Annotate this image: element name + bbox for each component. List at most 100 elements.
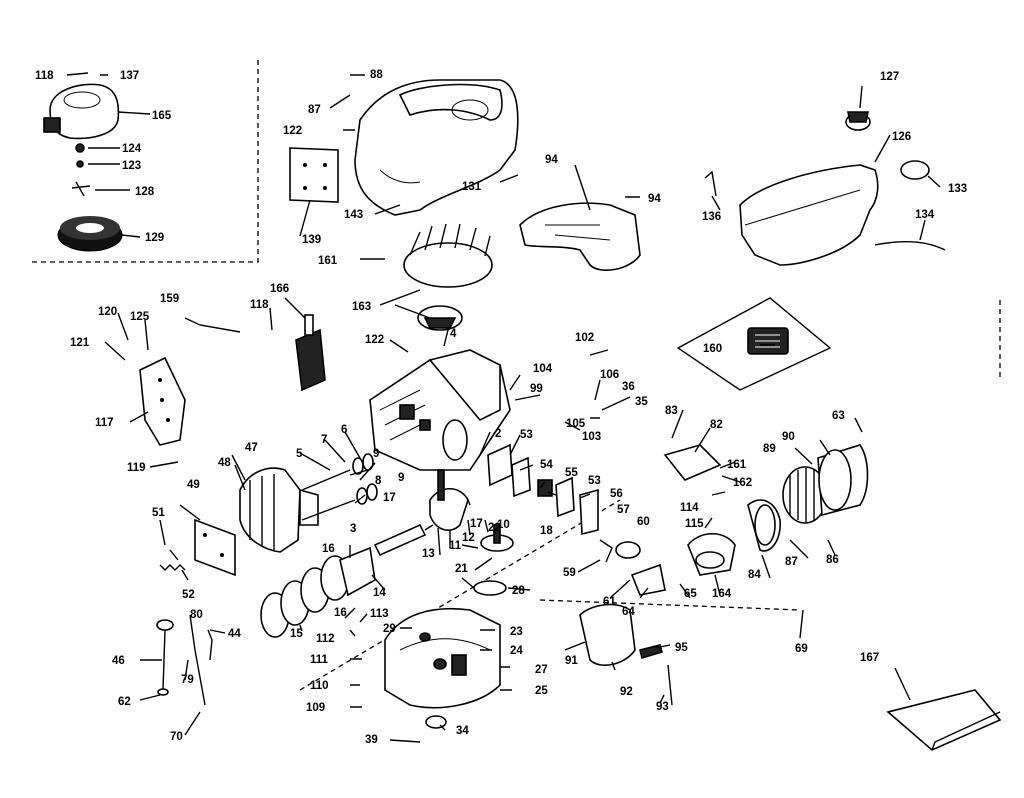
callout-123: 123 (122, 160, 141, 172)
callout-28: 28 (512, 585, 525, 597)
callout-10: 10 (497, 519, 510, 531)
throttle-linkage-part (599, 539, 666, 596)
callout-14: 14 (373, 587, 386, 599)
starter-housing-part (817, 444, 869, 517)
callout-52: 52 (182, 589, 195, 601)
callout-17-left: 17 (383, 492, 396, 504)
callout-162: 162 (733, 477, 752, 489)
callout-9-lower: 9 (398, 472, 404, 484)
air-baffle-part (519, 202, 641, 271)
callout-80: 80 (190, 609, 203, 621)
callout-16-lower: 16 (334, 607, 347, 619)
callout-29: 29 (383, 623, 396, 635)
engine-cover-plate-part (289, 147, 339, 203)
callout-22: 22 (488, 522, 501, 534)
callout-102: 102 (575, 332, 594, 344)
callout-160: 160 (703, 343, 722, 355)
callout-23: 23 (510, 626, 523, 638)
small-hardware-parts (71, 143, 91, 197)
callout-46: 46 (112, 655, 125, 667)
callout-54: 54 (540, 459, 553, 471)
callout-122-mid: 122 (365, 334, 384, 346)
callout-53-lower: 53 (588, 475, 601, 487)
callout-127: 127 (880, 71, 899, 83)
callout-124: 124 (122, 143, 142, 155)
callout-87: 87 (308, 104, 321, 116)
callout-118-mid: 118 (250, 299, 269, 311)
callout-60: 60 (637, 516, 650, 528)
dashed-separators (30, 60, 1001, 691)
callout-69: 69 (795, 643, 808, 655)
callout-129: 129 (145, 232, 164, 244)
callout-161-right: 161 (727, 459, 747, 471)
callout-118-top: 118 (35, 70, 54, 82)
callout-90: 90 (782, 431, 795, 443)
callout-91: 91 (565, 655, 578, 667)
leader-lines (66, 72, 941, 743)
callout-35: 35 (635, 396, 648, 408)
callout-4: 4 (450, 328, 457, 340)
flywheel-part (403, 223, 493, 331)
callout-161-top: 161 (318, 255, 338, 267)
carburetor-part (579, 603, 673, 706)
callout-36: 36 (622, 381, 635, 393)
callout-120: 120 (98, 306, 117, 318)
callout-2: 2 (495, 428, 501, 440)
callout-18: 18 (540, 525, 553, 537)
callout-105: 105 (566, 418, 586, 430)
callout-163: 163 (352, 301, 371, 313)
callout-84: 84 (748, 569, 761, 581)
owners-manual-part (886, 689, 1002, 751)
callout-3: 3 (350, 523, 356, 535)
callout-164: 164 (712, 588, 732, 600)
callout-15: 15 (290, 628, 303, 640)
callout-134: 134 (915, 209, 935, 221)
callout-159: 159 (160, 293, 179, 305)
callout-112: 112 (316, 633, 335, 645)
callout-166: 166 (270, 283, 289, 295)
callout-94-left: 94 (545, 154, 558, 166)
callout-12: 12 (462, 532, 475, 544)
callout-48: 48 (218, 457, 231, 469)
callout-94-right: 94 (648, 193, 661, 205)
callout-89: 89 (763, 443, 776, 455)
callout-104: 104 (533, 363, 553, 375)
callout-11: 11 (449, 540, 462, 552)
callout-63: 63 (832, 410, 845, 422)
callout-64: 64 (622, 606, 635, 618)
callout-117: 117 (95, 417, 114, 429)
callout-95: 95 (675, 642, 688, 654)
callout-55: 55 (565, 467, 578, 479)
callout-labels: 118 137 165 124 123 128 129 88 87 122 13… (35, 69, 967, 746)
starter-pulley-part (782, 466, 828, 524)
callout-13: 13 (422, 548, 435, 560)
callout-87-right: 87 (785, 556, 798, 568)
fuel-tank-part (704, 111, 946, 266)
callout-139: 139 (302, 234, 321, 246)
callout-109: 109 (306, 702, 325, 714)
engine-sump-part (384, 607, 501, 729)
governor-bracket-part (663, 444, 722, 481)
callout-83: 83 (665, 405, 678, 417)
spring-part (159, 564, 186, 571)
engine-block-part (369, 349, 511, 471)
callout-70: 70 (170, 731, 183, 743)
callout-34: 34 (456, 725, 469, 737)
callout-137: 137 (120, 70, 139, 82)
callout-56: 56 (610, 488, 623, 500)
callout-62: 62 (118, 696, 131, 708)
callout-114: 114 (680, 502, 699, 514)
callout-82: 82 (710, 419, 723, 431)
callout-122-top: 122 (283, 125, 302, 137)
air-filter-part (57, 216, 123, 252)
callout-57: 57 (617, 504, 630, 516)
callout-39: 39 (365, 734, 378, 746)
cylinder-head-part (239, 467, 319, 553)
callout-59: 59 (563, 567, 576, 579)
callout-6: 6 (341, 424, 347, 436)
crankshaft-part (429, 469, 469, 531)
callout-110: 110 (310, 680, 329, 692)
ignition-module-part (676, 297, 832, 391)
callout-88: 88 (370, 69, 383, 81)
